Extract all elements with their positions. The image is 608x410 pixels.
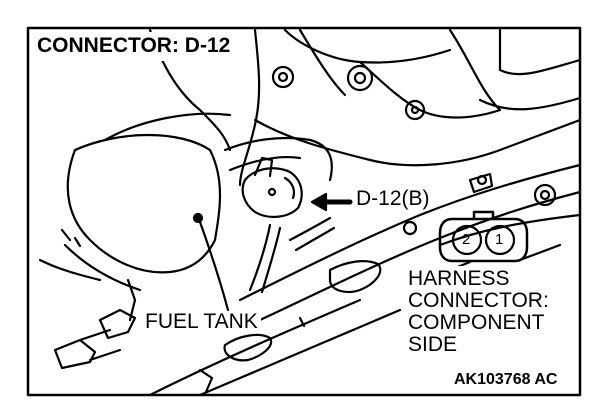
fuel-line-routing <box>223 136 336 294</box>
connector-d12-body <box>241 156 303 218</box>
harness-caption-line: CONNECTOR: <box>408 289 549 312</box>
fuel-tank-leader-line <box>198 220 230 312</box>
diagram-frame <box>26 26 582 397</box>
diagram-title: CONNECTOR: D-12 <box>37 34 231 57</box>
harness-connector-caption: HARNESS CONNECTOR: COMPONENT SIDE <box>406 266 553 358</box>
harness-caption-line: HARNESS <box>408 267 510 290</box>
harness-connector-symbol <box>438 210 529 263</box>
fuel-tank-shape <box>63 28 232 292</box>
fuel-tank-label: FUEL TANK <box>142 311 261 332</box>
lower-left-brackets <box>38 228 137 370</box>
pin-label-2: 2 <box>462 231 471 248</box>
body-structure-upper <box>238 28 582 187</box>
pin-label-1: 1 <box>495 231 504 248</box>
connector-arrow <box>310 192 353 212</box>
title-box: CONNECTOR: D-12 <box>33 32 237 61</box>
figure-code: AK103768 AC <box>452 371 560 388</box>
harness-caption-line: COMPONENT <box>408 311 545 334</box>
harness-caption-line: SIDE <box>408 333 458 356</box>
connector-id-label: D-12(B) <box>354 187 432 210</box>
